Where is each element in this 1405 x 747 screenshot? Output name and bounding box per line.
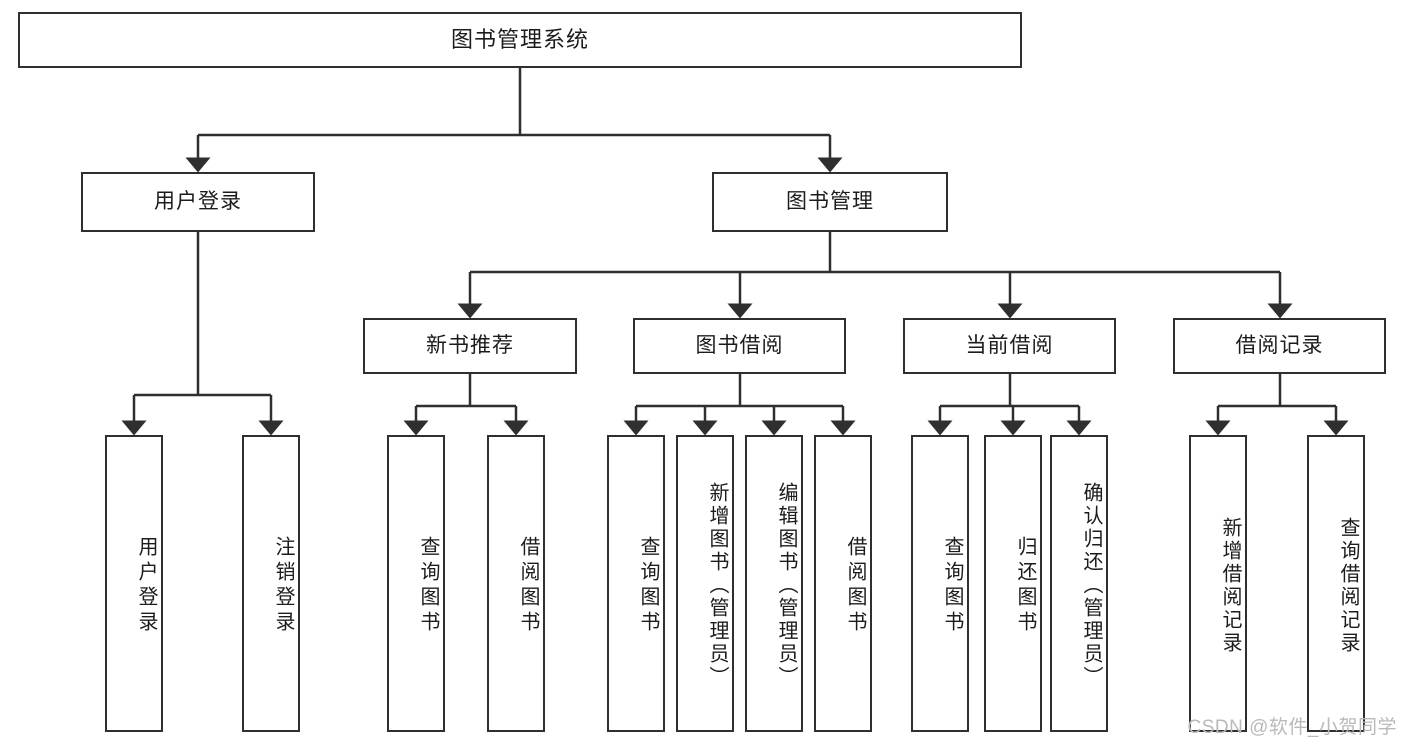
node-new-book-recommend[interactable]: 新书推荐: [363, 318, 577, 374]
node-book-borrow[interactable]: 图书借阅: [633, 318, 846, 374]
leaf-query-book-borrow[interactable]: 查询图书: [607, 435, 665, 732]
node-root-system[interactable]: 图书管理系统: [18, 12, 1022, 68]
leaf-return-book[interactable]: 归还图书: [984, 435, 1042, 732]
leaf-add-borrow-record[interactable]: 新增借阅记录: [1189, 435, 1247, 732]
leaf-confirm-return-admin[interactable]: 确认归还（管理员）: [1050, 435, 1108, 732]
leaf-edit-book-admin[interactable]: 编辑图书（管理员）: [745, 435, 803, 732]
leaf-borrow-book[interactable]: 借阅图书: [814, 435, 872, 732]
leaf-logout[interactable]: 注销登录: [242, 435, 300, 732]
leaf-add-book-admin[interactable]: 新增图书（管理员）: [676, 435, 734, 732]
node-borrow-record[interactable]: 借阅记录: [1173, 318, 1386, 374]
leaf-borrow-book-recommend[interactable]: 借阅图书: [487, 435, 545, 732]
leaf-user-login[interactable]: 用户登录: [105, 435, 163, 732]
node-current-borrow[interactable]: 当前借阅: [903, 318, 1116, 374]
leaf-query-book-recommend[interactable]: 查询图书: [387, 435, 445, 732]
node-book-manage[interactable]: 图书管理: [712, 172, 948, 232]
node-user-login[interactable]: 用户登录: [81, 172, 315, 232]
leaf-query-book-current[interactable]: 查询图书: [911, 435, 969, 732]
watermark-text: CSDN @软件_小贺同学: [1187, 717, 1397, 738]
leaf-query-borrow-record[interactable]: 查询借阅记录: [1307, 435, 1365, 732]
